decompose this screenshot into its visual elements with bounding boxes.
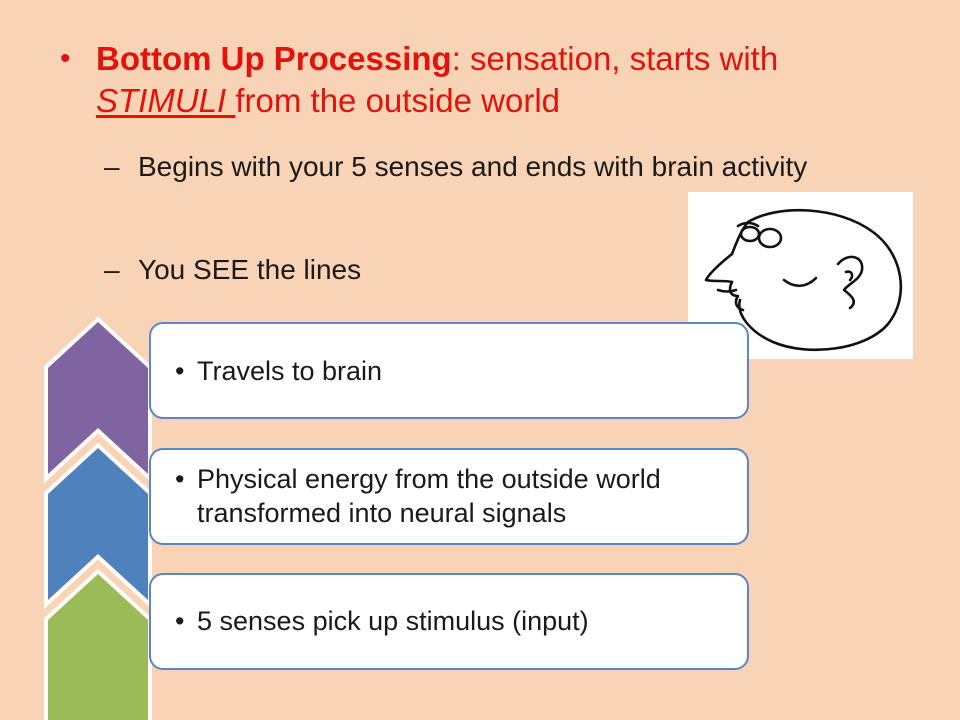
main-bullet-text: Bottom Up Processing: sensation, starts … [96,38,896,122]
step-text: Travels to brain [197,356,383,386]
arrow-chevron-purple [44,316,152,484]
term-definition-end: from the outside world [235,82,561,119]
term-bottom-up-processing: Bottom Up Processing [96,40,452,77]
sub-bullet-text: You SEE the lines [138,254,362,285]
step-bullet: • [175,356,185,386]
sub-bullet-text: Begins with your 5 senses and ends with … [138,151,808,182]
step-bullet: • [175,606,185,636]
sub-bullet-dash: – [104,254,120,285]
stimuli-word: STIMULI [96,82,236,119]
cartoon-face-lines-icon [704,208,903,352]
step-text: Physical energy from the outside world t… [197,464,661,528]
step-box-travels-to-brain: • Travels to brain [149,322,749,419]
arrow-chevron-blue [44,442,152,610]
step-box-five-senses: • 5 senses pick up stimulus (input) [149,573,749,670]
step-bullet: • [175,464,185,494]
step-box-physical-energy: • Physical energy from the outside world… [149,448,749,545]
arrow-chevron-green [44,568,152,720]
bullet-dot: • [60,42,71,75]
step-text: 5 senses pick up stimulus (input) [197,606,589,636]
sub-bullet-dash: – [104,151,120,182]
term-definition: : sensation, starts with [451,40,779,77]
process-arrows [44,316,152,720]
